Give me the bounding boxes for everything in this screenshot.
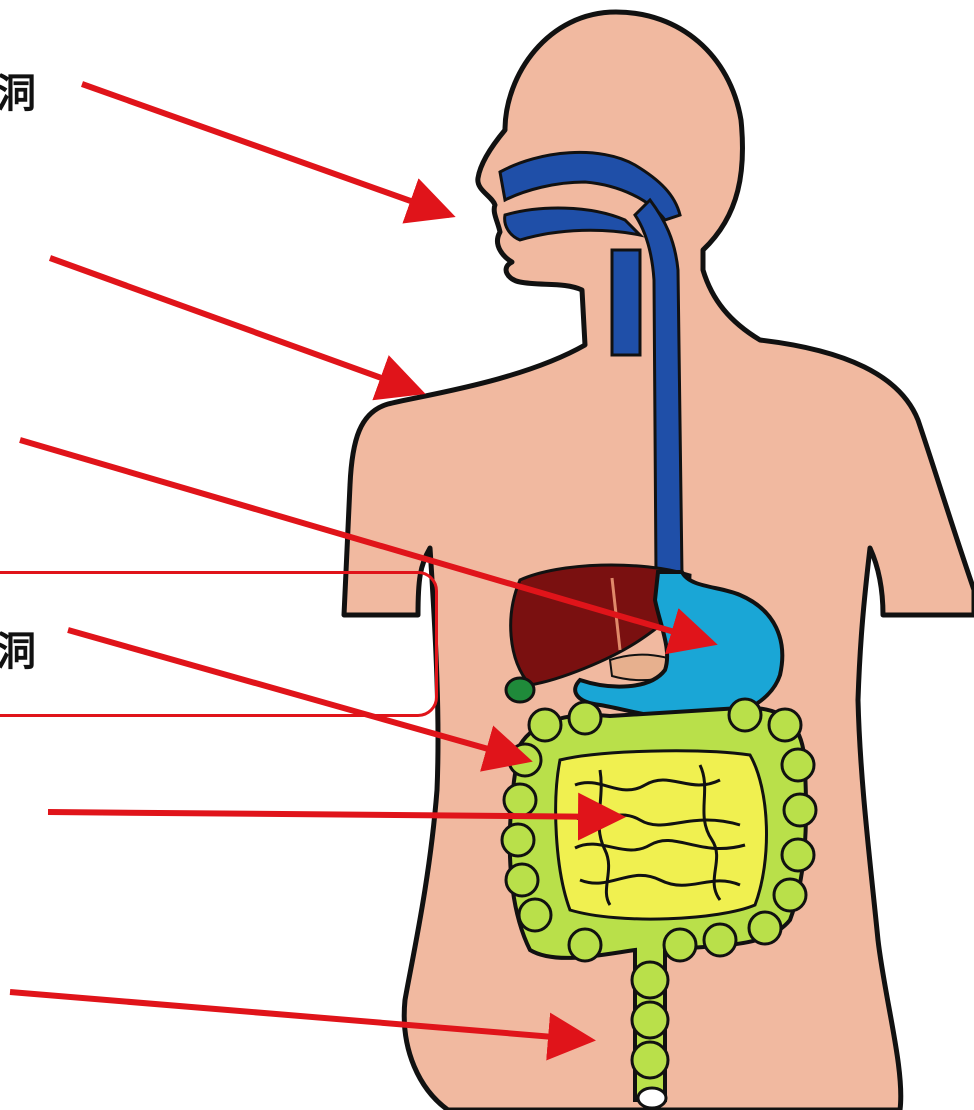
small-intestine	[556, 751, 767, 919]
trachea	[612, 250, 640, 355]
label-top: 洞	[0, 74, 36, 114]
label-mid: 洞	[0, 632, 36, 672]
arrow-2	[50, 258, 420, 392]
highlight-box	[0, 571, 438, 717]
gallbladder	[506, 678, 534, 702]
arrow-1	[82, 84, 450, 215]
